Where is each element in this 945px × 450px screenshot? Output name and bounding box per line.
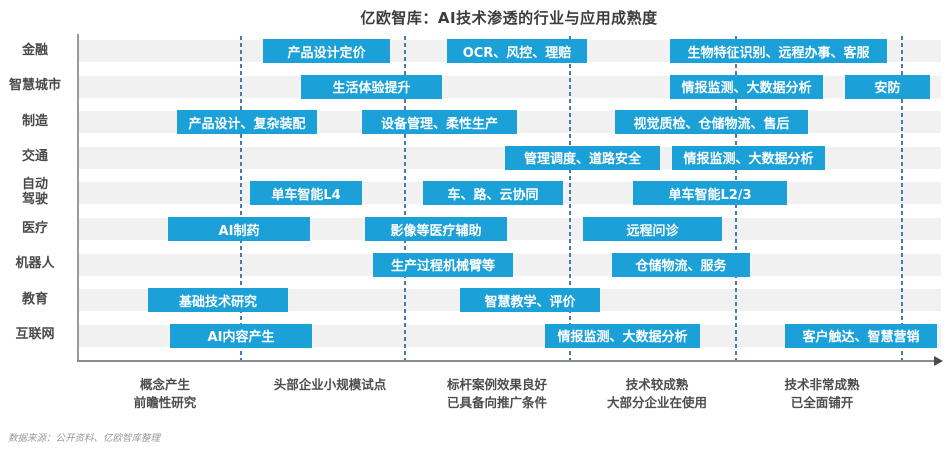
maturity-bar: 管理调度、道路安全 [505, 145, 660, 170]
maturity-bar: 生物特征识别、远程办事、客服 [670, 39, 887, 63]
row-label: 教育 [21, 291, 48, 307]
maturity-bar: 单车智能L4 [250, 181, 362, 206]
maturity-bar: 设备管理、柔性生产 [362, 110, 517, 135]
row-label: 智慧城市 [8, 78, 61, 94]
row-label: 医疗 [21, 220, 48, 236]
maturity-bar: 情报监测、大数据分析 [672, 145, 825, 170]
row-label: 金融 [21, 42, 48, 58]
maturity-bar: 车、路、云协同 [423, 181, 563, 206]
stage-divider-line [240, 36, 242, 362]
row-label: 自动 驾驶 [21, 177, 48, 208]
stage-label: 头部企业小规模试点 [273, 377, 387, 392]
maturity-bar: AI制药 [168, 217, 310, 241]
stage-label: 概念产生 前瞻性研究 [133, 377, 197, 411]
row-label: 制造 [21, 113, 48, 129]
maturity-bar: 安防 [845, 74, 930, 99]
source-note: 数据来源：公开资料、亿欧智库整理 [8, 433, 161, 444]
maturity-bar: 情报监测、大数据分析 [670, 74, 823, 99]
x-axis-line [77, 360, 936, 362]
row-label: 交通 [21, 149, 48, 165]
row-label: 机器人 [15, 256, 55, 272]
stage-label: 技术非常成熟 已全面铺开 [784, 377, 860, 411]
maturity-bar: 单车智能L2/3 [633, 181, 787, 206]
maturity-bar: 产品设计定价 [263, 39, 390, 63]
maturity-bar: 智慧教学、评价 [460, 288, 600, 313]
stage-divider-line [404, 36, 406, 362]
maturity-bar: 远程问诊 [583, 217, 722, 241]
y-axis-line [77, 34, 79, 362]
maturity-bar: 产品设计、复杂装配 [177, 110, 317, 135]
chart-title: 亿欧智库：AI技术渗透的行业与应用成熟度 [360, 9, 658, 27]
stage-divider-line [901, 36, 903, 362]
stage-label: 技术较成熟 大部分企业在使用 [606, 377, 707, 411]
maturity-bar: OCR、风控、理赔 [447, 39, 587, 63]
maturity-bar: AI内容产生 [170, 323, 312, 348]
maturity-bar: 生产过程机械臂等 [373, 252, 513, 277]
x-axis-arrow-icon [934, 356, 943, 366]
maturity-bar: 生活体验提升 [301, 74, 442, 99]
maturity-bar: 仓储物流、服务 [612, 252, 750, 277]
row-label: 互联网 [15, 327, 55, 343]
maturity-bar: 视觉质检、仓储物流、售后 [615, 110, 808, 135]
maturity-bar: 影像等医疗辅助 [365, 217, 507, 241]
maturity-bar: 情报监测、大数据分析 [545, 323, 700, 348]
maturity-bar: 客户触达、智慧营销 [785, 323, 937, 348]
maturity-bar: 基础技术研究 [148, 288, 288, 313]
stage-divider-line [569, 36, 571, 362]
stage-label: 标杆案例效果良好 已具备向推广条件 [446, 377, 547, 411]
